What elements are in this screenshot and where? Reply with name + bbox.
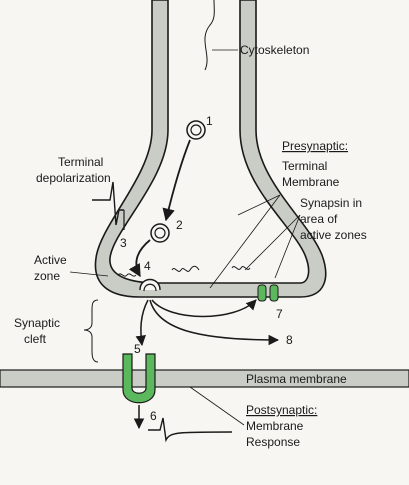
label-postsynaptic: Postsynaptic: bbox=[246, 403, 317, 417]
label-synaptic-cleft-1: Synaptic bbox=[14, 316, 60, 330]
vesicle-1 bbox=[186, 120, 206, 140]
active-zone-leader bbox=[69, 271, 109, 277]
presynaptic-channel-a bbox=[257, 284, 267, 302]
label-terminal-membrane-2: Membrane bbox=[282, 175, 340, 189]
vesicle-2 bbox=[150, 223, 170, 243]
presynaptic-leader bbox=[209, 194, 281, 289]
label-active-zone-2: zone bbox=[34, 269, 60, 283]
terminal-depolarization-trace bbox=[92, 181, 124, 226]
postsynaptic-plasma-membrane bbox=[0, 369, 409, 388]
synaptic-cleft-brace bbox=[83, 299, 99, 363]
label-response: Response bbox=[246, 435, 300, 449]
label-terminal-depolarization-2: depolarization bbox=[36, 171, 111, 185]
step-5: 5 bbox=[134, 342, 141, 356]
step-2: 2 bbox=[176, 218, 183, 232]
label-synapsin-3: active zones bbox=[300, 228, 367, 242]
label-synapsin-1: Synapsin in bbox=[300, 196, 362, 210]
arrow-vesicle-transport bbox=[162, 139, 191, 222]
synapsin-leader-1 bbox=[244, 214, 301, 271]
label-active-zone-1: Active bbox=[34, 253, 67, 267]
cytoskeleton-fibre bbox=[204, 0, 215, 71]
label-cytoskeleton: Cytoskeleton bbox=[240, 43, 309, 57]
step-8: 8 bbox=[286, 333, 293, 347]
step-6: 6 bbox=[150, 409, 157, 423]
presynaptic-terminal-membrane bbox=[94, 0, 327, 298]
label-membrane: Membrane bbox=[246, 419, 304, 433]
synapsin-squiggle-1 bbox=[117, 273, 137, 277]
presynaptic-channel-b bbox=[269, 284, 279, 302]
synapsin-squiggle-2 bbox=[171, 265, 200, 272]
step-4: 4 bbox=[144, 259, 151, 273]
label-terminal-depolarization-1: Terminal bbox=[58, 155, 103, 169]
label-terminal-membrane-1: Terminal bbox=[282, 159, 327, 173]
synapsin-leader-2 bbox=[274, 214, 301, 279]
step-1: 1 bbox=[206, 114, 213, 128]
label-synapsin-2: area of bbox=[300, 212, 338, 226]
label-presynaptic: Presynaptic: bbox=[282, 139, 348, 153]
fusing-vesicle bbox=[139, 278, 161, 292]
label-synaptic-cleft-2: cleft bbox=[24, 332, 47, 346]
arrow-to-channel-7 bbox=[151, 299, 257, 318]
arrow-to-receptor bbox=[135, 299, 149, 347]
synapsin-squiggle-3 bbox=[231, 266, 251, 270]
label-plasma-membrane: Plasma membrane bbox=[246, 372, 347, 386]
step-3: 3 bbox=[120, 236, 127, 250]
step-7: 7 bbox=[276, 307, 283, 321]
arrow-to-8 bbox=[149, 299, 280, 346]
arrow-docking bbox=[128, 239, 151, 278]
postsynaptic-response-trace bbox=[148, 417, 233, 443]
postsynaptic-membrane-leader bbox=[189, 386, 245, 426]
presynaptic-leader-top bbox=[237, 194, 281, 216]
postsynaptic-receptor bbox=[122, 353, 156, 404]
